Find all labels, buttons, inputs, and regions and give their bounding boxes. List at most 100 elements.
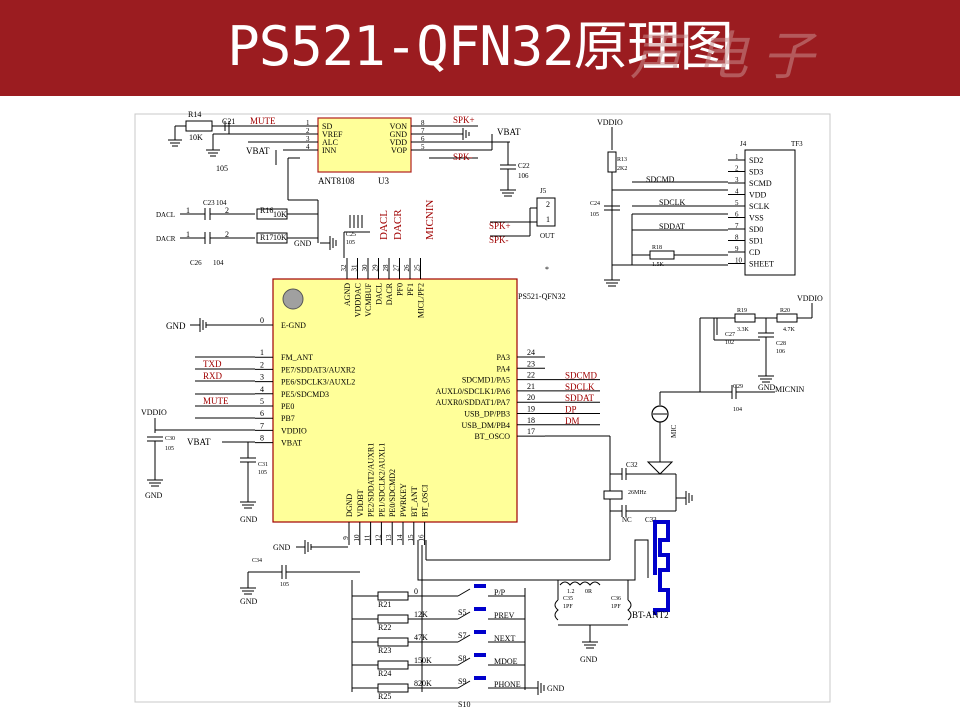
watermark: 声电子: [630, 27, 829, 87]
mcu-pin-name: VDDBT: [356, 489, 365, 517]
amp-pin-name: ALC: [322, 138, 338, 147]
l2-label: 0R: [585, 589, 592, 595]
mcu-pin-number: 17: [527, 427, 535, 436]
key-resistor: [377, 660, 409, 670]
c24-value: 105: [590, 212, 599, 218]
mcu-pin-name: VBAT: [281, 439, 302, 448]
c36-label: C36: [611, 596, 621, 602]
net-vddio-left: VDDIO: [141, 408, 167, 417]
net-spkp-conn: SPK+: [489, 221, 511, 231]
key-resistor-value: 47K: [414, 633, 428, 642]
net-txd: TXD: [203, 359, 222, 369]
amp-pin-number: 8: [421, 119, 425, 127]
mcu-pin-name: DACL: [375, 283, 384, 305]
mcu-pin-name: MICL/PF2: [417, 283, 426, 318]
mcu-pin-name: PE0/SDCMD2: [388, 469, 397, 517]
amp-pin-number: 6: [421, 135, 425, 143]
c32-label: C32: [626, 461, 638, 469]
mcu-pin-number: 0: [260, 316, 264, 325]
net-spkn-label: SPK-: [453, 152, 473, 162]
net-vbat-mcu: VBAT: [187, 437, 211, 447]
key-resistor-value: 12K: [414, 610, 428, 619]
r17-value: 10K: [273, 233, 287, 242]
amp-pin-name: VOP: [391, 146, 408, 155]
mcu-pin-name: VDDIO: [281, 426, 307, 435]
mcu-pin-number: 8: [260, 434, 264, 443]
card-ref: J4: [740, 140, 747, 148]
key-name: PHONE: [494, 680, 521, 689]
mcu-pin-name: AGND: [343, 283, 352, 306]
mcu-pin-name: BT_ANT: [410, 486, 419, 517]
card-pin-number: 9: [735, 245, 739, 253]
key-switch-label: S10: [458, 700, 470, 709]
c24-label: C24: [590, 201, 600, 207]
mcu-pin-name: VDDDAC: [354, 283, 363, 317]
card-pin-name: SCLK: [749, 202, 770, 211]
xtal-label: 26MHz: [628, 490, 647, 496]
mcu-pin-name: PE5/SDCMD3: [281, 390, 329, 399]
r13-label: R13: [617, 157, 627, 163]
c33-label: C33: [645, 516, 657, 524]
mic-label: MIC: [670, 424, 678, 438]
card-pin-number: 7: [735, 222, 739, 230]
key-switch: [457, 657, 471, 666]
c30-label: C30: [165, 436, 175, 442]
r16-label: R16: [260, 206, 273, 215]
net-gnd-keys: GND: [547, 684, 565, 693]
key-resistor-value: 0: [414, 587, 418, 596]
amp-pin-name: VDD: [390, 138, 408, 147]
mcu-pin-number: 13: [385, 534, 393, 542]
r18-value: 1.5K: [652, 262, 665, 268]
amp-pin-number: 5: [421, 143, 425, 151]
net-gnd-mic: GND: [758, 383, 776, 392]
resistor-r18: [649, 250, 675, 260]
key-resistor-label: R24: [378, 669, 391, 678]
key-resistor: [377, 614, 409, 624]
net-sdcmd-card: SDCMD: [646, 175, 675, 184]
net-spkp-label: SPK+: [453, 115, 475, 125]
net-dacl-in: DACL: [156, 211, 175, 219]
r18-label: R18: [652, 245, 662, 251]
amp-pin-name: GND: [390, 130, 408, 139]
net-vbat-label: VBAT: [246, 146, 270, 156]
mcu-pin-name: USB_DP/PB3: [464, 410, 510, 419]
mcu-pin-number: 23: [527, 359, 535, 368]
mcu-pin-name: PE2/SDDAT2/AUXR1: [367, 443, 376, 517]
key-switch-label: S8: [458, 654, 466, 663]
c31-value: 105: [258, 470, 267, 476]
c26-label: C26: [190, 259, 202, 267]
key-resistor: [377, 591, 409, 601]
c27-label: C27: [725, 332, 735, 338]
amp-pin-number: 7: [421, 127, 425, 135]
key-resistor-label: R23: [378, 646, 391, 655]
mcu-pin-number: 24: [527, 348, 535, 357]
net-micnin-right: MICNIN: [775, 385, 805, 394]
c22-value: 106: [518, 172, 529, 180]
mcu-pin-number: 19: [527, 405, 535, 414]
mcu-pin-name: PWRKEY: [399, 483, 408, 517]
card-pin-name: SD1: [749, 237, 763, 246]
mcu-pin-number: 7: [260, 421, 264, 430]
mcu-pin-name: BT_OSCI: [421, 484, 430, 517]
mcu-pin-number: 4: [260, 385, 264, 394]
key-switch-cap: [474, 630, 486, 634]
card-pin-number: 4: [735, 188, 739, 196]
card-pin-name: VSS: [749, 214, 764, 223]
key-switch: [457, 588, 471, 597]
mcu-pin-number: 11: [364, 534, 372, 541]
mcu-pin-number: 22: [527, 371, 535, 380]
card-pin-name: SD0: [749, 225, 763, 234]
l1-label: 1.2: [567, 589, 575, 595]
net-rxd: RXD: [203, 371, 223, 381]
c26-value: 104: [213, 259, 224, 267]
mcu-pin-name: PE1/SDCLK2/AUXL1: [377, 443, 386, 517]
mcu-pin-number: 26: [403, 264, 411, 272]
mcu-pin-number: 9: [342, 536, 350, 540]
net-gnd-dgnd: GND: [273, 543, 291, 552]
card-name: TF3: [791, 140, 803, 148]
key-switch: [457, 634, 471, 643]
mcu-pin-number: 1: [260, 348, 264, 357]
c25-label: C25: [346, 232, 356, 238]
card-pin-number: 1: [735, 153, 739, 161]
